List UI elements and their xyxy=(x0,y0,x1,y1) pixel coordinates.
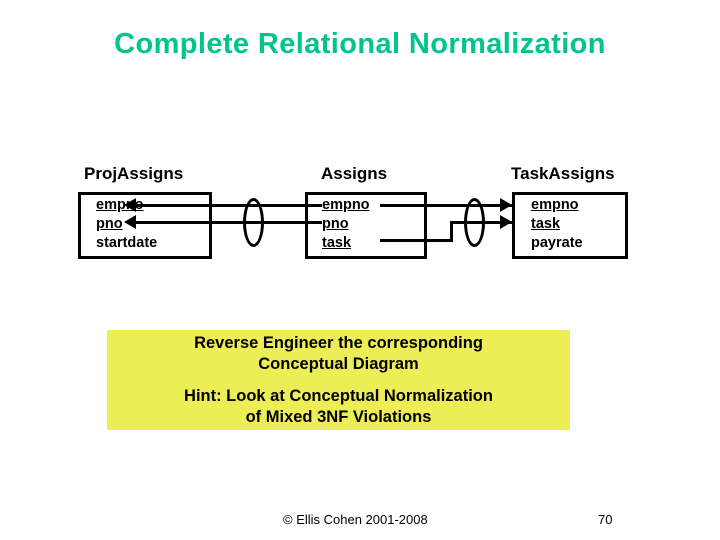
relation-title-assigns: Assigns xyxy=(321,164,388,183)
attribute-list-assigns: empno pno task xyxy=(322,196,370,253)
callout-instruction: Reverse Engineer the corresponding Conce… xyxy=(194,333,483,375)
arrowhead-projassigns-pno xyxy=(124,215,136,229)
callout-instruction-line-2: Conceptual Diagram xyxy=(258,354,419,373)
connector-line-assigns-task-segment-h1 xyxy=(380,239,453,242)
page-title: Complete Relational Normalization xyxy=(114,28,606,60)
footer-page-number: 70 xyxy=(598,512,613,527)
connector-line-assigns-empno-to-taskassigns xyxy=(380,204,512,207)
footer-copyright: © Ellis Cohen 2001-2008 xyxy=(283,512,428,527)
projection-oval-left xyxy=(243,198,264,247)
arrowhead-taskassigns-task xyxy=(500,215,512,229)
attribute-pno: pno xyxy=(322,216,349,232)
attribute-task: task xyxy=(322,235,352,251)
attribute-list-taskassigns: empno task payrate xyxy=(531,196,583,253)
attribute-empno: empno xyxy=(531,197,579,213)
relation-title-projassigns: ProjAssigns xyxy=(84,164,184,183)
relation-box-taskassigns xyxy=(512,192,628,259)
connector-line-assigns-task-segment-v xyxy=(450,221,453,242)
arrowhead-projassigns-empno xyxy=(124,198,136,212)
callout-hint-line-2: of Mixed 3NF Violations xyxy=(245,407,432,426)
attribute-empno: empno xyxy=(322,197,370,213)
attribute-payrate: payrate xyxy=(531,235,583,251)
projection-oval-right xyxy=(464,198,485,247)
relation-box-assigns xyxy=(305,192,427,259)
callout-hint-line-1: Hint: Look at Conceptual Normalization xyxy=(184,386,493,405)
callout-box: Reverse Engineer the corresponding Conce… xyxy=(107,330,570,430)
attribute-pno: pno xyxy=(96,216,123,232)
relation-box-projassigns xyxy=(78,192,212,259)
callout-hint: Hint: Look at Conceptual Normalization o… xyxy=(184,386,493,428)
connector-line-assigns-empno-to-projassigns xyxy=(136,204,322,207)
relation-title-taskassigns: TaskAssigns xyxy=(511,164,615,183)
attribute-startdate: startdate xyxy=(96,235,158,251)
callout-instruction-line-1: Reverse Engineer the corresponding xyxy=(194,333,483,352)
attribute-task: task xyxy=(531,216,561,232)
arrowhead-taskassigns-empno xyxy=(500,198,512,212)
connector-line-assigns-pno-to-projassigns xyxy=(136,221,322,224)
